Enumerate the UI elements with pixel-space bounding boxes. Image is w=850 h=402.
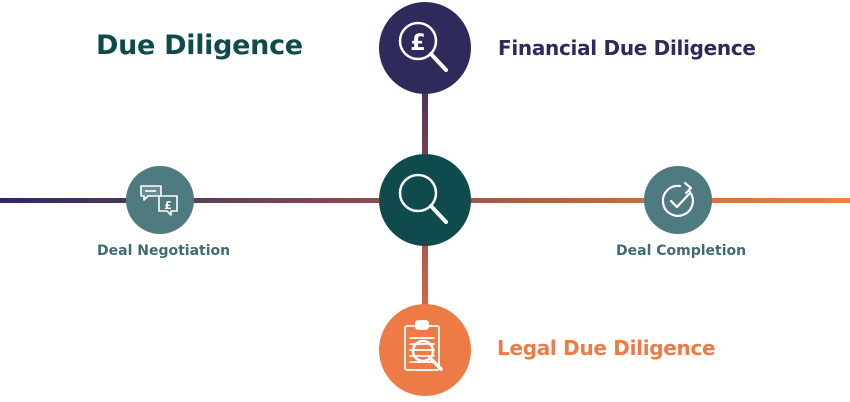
financial-due-diligence-label: Financial Due Diligence (498, 36, 756, 60)
chat-exchange-icon: £ (140, 185, 178, 216)
deal-completion-label: Deal Completion (616, 243, 747, 259)
deal-completion-node (644, 166, 712, 234)
page-title: Due Diligence (96, 30, 303, 61)
magnifier-icon (398, 173, 448, 224)
financial-due-diligence-node: £ (379, 2, 471, 94)
clipboard-magnifier-icon (404, 320, 443, 371)
svg-text:£: £ (164, 199, 172, 212)
refresh-check-icon (661, 181, 694, 217)
center-search-node (379, 154, 471, 246)
deal-negotiation-node: £ (126, 166, 194, 234)
deal-negotiation-label: Deal Negotiation (97, 243, 231, 259)
svg-text:£: £ (410, 31, 425, 56)
legal-due-diligence-label: Legal Due Diligence (497, 336, 716, 360)
legal-due-diligence-node (379, 304, 471, 396)
pound-magnifier-icon: £ (398, 21, 448, 72)
